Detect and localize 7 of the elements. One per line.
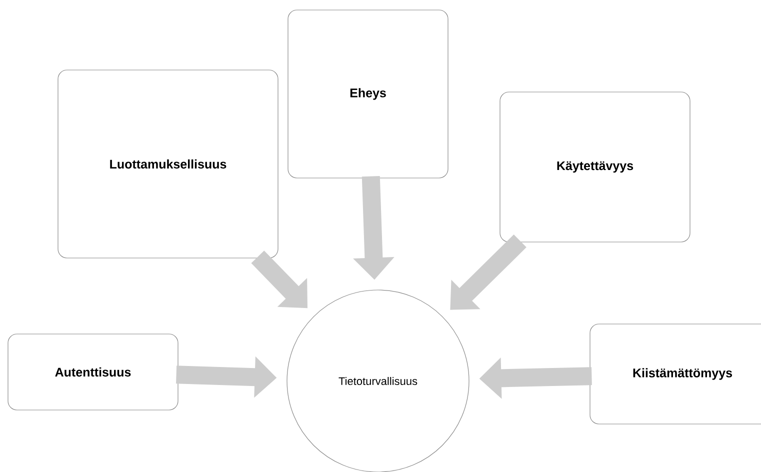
process-box: Kiistämättömyys (590, 324, 761, 424)
process-box: Käytettävyys (500, 92, 690, 242)
process-box: Autenttisuus (8, 334, 178, 410)
block-arrow (251, 250, 308, 308)
process-box: Eheys (288, 10, 448, 178)
block-arrow (450, 234, 526, 310)
process-box: Luottamuksellisuus (58, 70, 278, 258)
